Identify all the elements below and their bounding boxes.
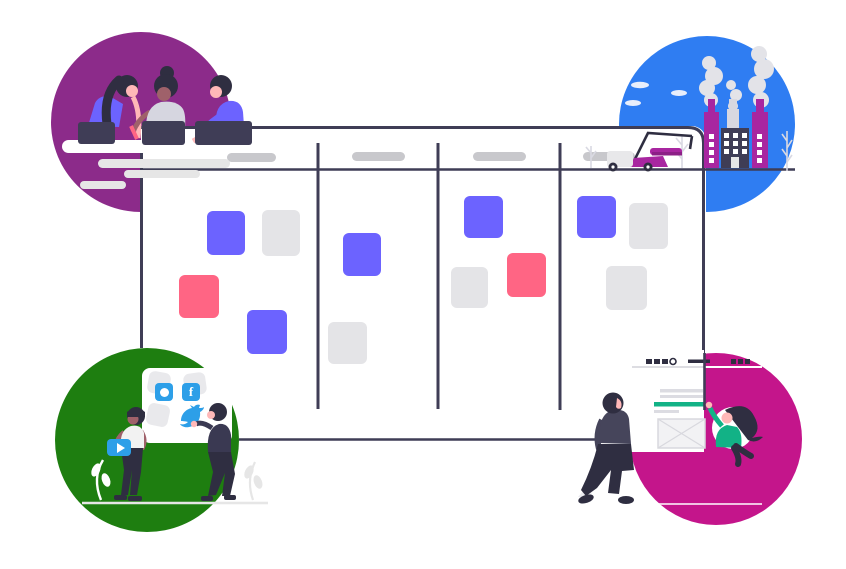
board-top-and-right-edge xyxy=(141,126,705,410)
wheel-hub xyxy=(611,165,615,169)
crane-boom xyxy=(630,131,694,166)
sticky-note-pink[interactable] xyxy=(507,253,546,297)
streak-line xyxy=(124,170,200,178)
factory-windows xyxy=(709,133,762,163)
hand xyxy=(190,420,198,428)
sticky-note-purple[interactable] xyxy=(464,196,503,238)
hanging-person xyxy=(705,401,763,467)
smoke-plumes xyxy=(699,46,774,111)
person-3-body xyxy=(215,100,244,126)
pants xyxy=(121,448,143,495)
facebook-icon[interactable]: f xyxy=(182,383,200,401)
sticky-note-gray[interactable] xyxy=(629,203,668,249)
lifted-slab-shadow xyxy=(652,152,682,156)
right-tower-neck xyxy=(756,99,764,113)
social-scene xyxy=(82,368,268,505)
person-3-face xyxy=(210,86,222,98)
hair xyxy=(127,408,145,417)
factory-left-tower xyxy=(704,112,719,168)
twitter-bird-icon xyxy=(180,404,204,428)
sticky-note-pink[interactable] xyxy=(179,275,219,318)
factory-door xyxy=(731,157,739,168)
sticky-note-purple[interactable] xyxy=(343,233,381,276)
chimney-neck xyxy=(729,99,737,111)
left-tower-neck xyxy=(708,99,715,113)
truck-flatbed xyxy=(630,156,668,167)
dots-over-circle xyxy=(731,359,750,364)
camera-lens xyxy=(159,387,169,397)
text-line xyxy=(654,410,679,413)
top xyxy=(715,425,742,448)
laptop xyxy=(142,121,185,145)
shoe xyxy=(618,496,634,504)
team-scene xyxy=(62,66,258,189)
shoe xyxy=(201,496,213,501)
sticky-note-gray[interactable] xyxy=(451,267,488,308)
person-2-face xyxy=(157,87,171,101)
browser-ring-glyph xyxy=(669,357,677,366)
jacket xyxy=(207,423,231,452)
white-plant xyxy=(91,459,111,501)
hair xyxy=(725,406,763,442)
person-1-hair xyxy=(101,75,124,129)
wheel-hub xyxy=(646,165,650,169)
column-header-pill-1 xyxy=(227,153,276,162)
text-line xyxy=(660,389,703,393)
pencil xyxy=(129,125,139,140)
hand-on-board xyxy=(705,401,713,409)
shoe xyxy=(114,495,127,500)
pants xyxy=(581,444,634,496)
pants xyxy=(208,452,235,496)
browser-bar-glyphs xyxy=(646,359,668,364)
laptop xyxy=(78,122,115,144)
person-placing-icon xyxy=(190,403,236,501)
play-triangle xyxy=(116,442,125,453)
face xyxy=(721,412,733,424)
column-header-pill-3 xyxy=(473,152,526,161)
streak-line xyxy=(98,159,230,168)
gray-plant xyxy=(244,461,263,501)
video-play-icon[interactable] xyxy=(107,439,131,456)
sticky-note-gray[interactable] xyxy=(262,210,300,256)
board-lines xyxy=(140,126,795,441)
leg xyxy=(731,445,742,467)
chimney xyxy=(727,109,739,130)
facebook-glyph: f xyxy=(188,384,194,399)
sticky-note-gray[interactable] xyxy=(328,322,367,364)
crane-truck xyxy=(607,131,694,172)
reaching-arm xyxy=(707,406,724,428)
factory-right-tower xyxy=(752,112,768,168)
face xyxy=(616,398,622,409)
person-1-face xyxy=(126,85,138,97)
mockup-scene xyxy=(578,350,763,505)
shoe xyxy=(224,495,236,500)
browser-dash xyxy=(688,359,710,363)
laptop xyxy=(195,121,252,145)
face xyxy=(207,411,215,419)
sweater xyxy=(599,409,631,444)
image-placeholder xyxy=(657,418,706,449)
factory-scene xyxy=(585,46,793,171)
highlight-line xyxy=(654,402,705,407)
camera-icon[interactable] xyxy=(155,383,173,401)
shoe xyxy=(128,496,142,501)
walking-person xyxy=(578,392,634,504)
clouds xyxy=(625,81,687,106)
sticky-note-gray[interactable] xyxy=(606,266,647,310)
leg xyxy=(733,443,754,459)
person-2-body xyxy=(146,101,186,127)
person-1-arm xyxy=(130,95,142,139)
sticky-note-purple[interactable] xyxy=(577,196,616,238)
column-header-pill-2 xyxy=(352,152,405,161)
streak-line xyxy=(80,181,126,189)
sticky-note-purple[interactable] xyxy=(247,310,287,354)
text-line xyxy=(660,395,703,398)
shoe xyxy=(578,494,594,504)
sticky-note-purple[interactable] xyxy=(207,211,245,255)
